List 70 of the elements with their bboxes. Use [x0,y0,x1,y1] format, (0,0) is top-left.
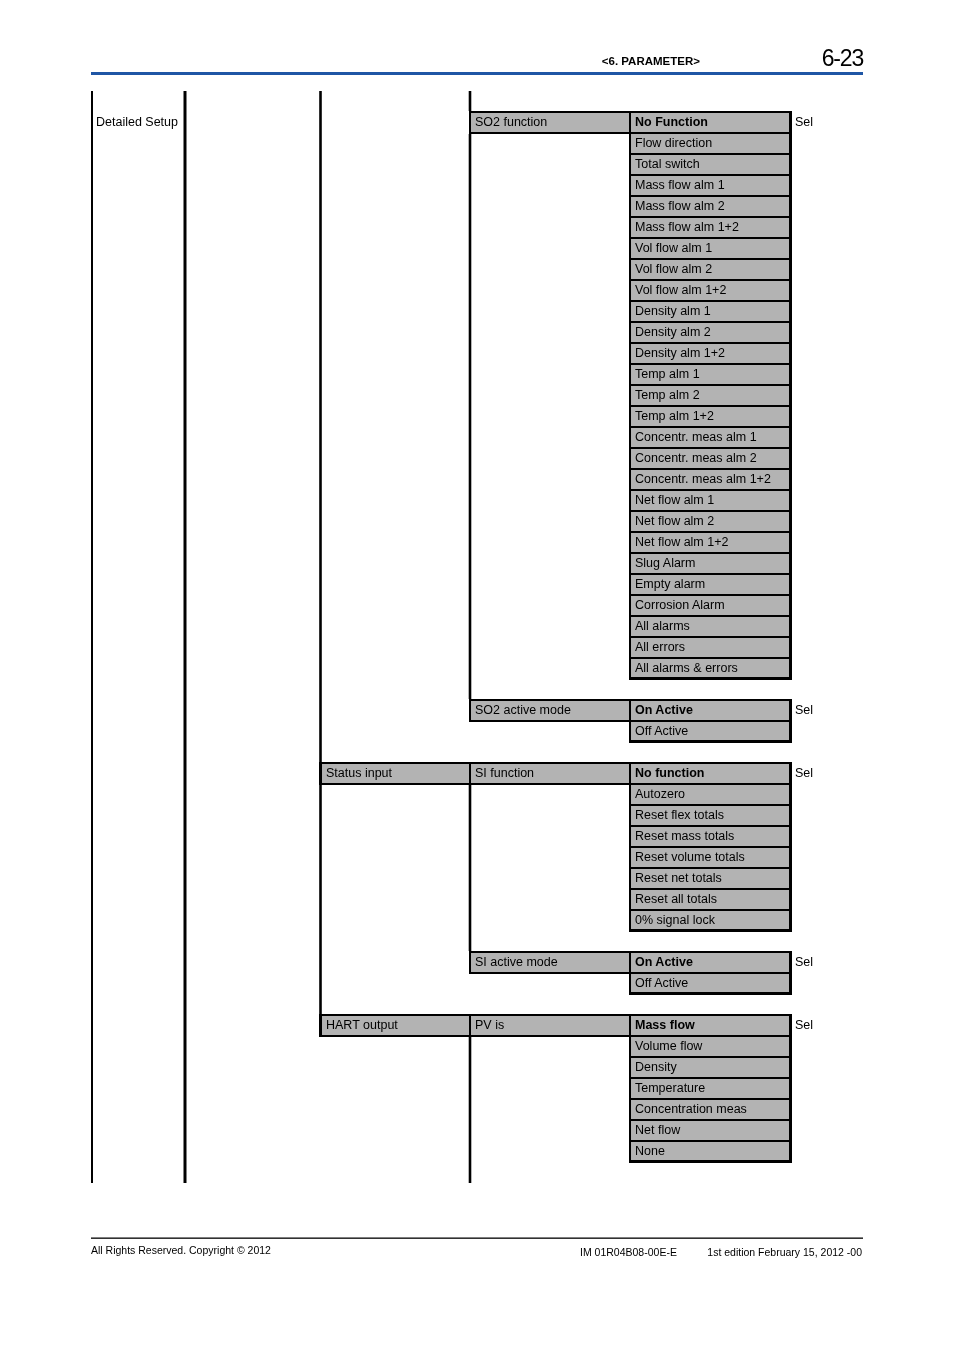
option-item: Vol flow alm 1+2 [629,279,792,302]
option-item: Temp alm 1 [629,363,792,386]
option-item: Concentration meas [629,1098,792,1121]
option-item: All errors [629,636,792,659]
option-item: Slug Alarm [629,552,792,575]
option-item: All alarms & errors [629,657,792,680]
selection-type-label: Sel [795,114,814,131]
option-item: Reset volume totals [629,846,792,869]
option-item: Reset mass totals [629,825,792,848]
option-item: Off Active [629,972,792,995]
submenu-item: SO2 active mode [469,699,631,722]
selection-type-label: Sel [795,765,814,782]
option-item: Concentr. meas alm 2 [629,447,792,470]
option-item: Concentr. meas alm 1 [629,426,792,449]
option-item: Density alm 2 [629,321,792,344]
option-item: Vol flow alm 1 [629,237,792,260]
option-item: Reset flex totals [629,804,792,827]
option-item: Net flow alm 1+2 [629,531,792,554]
option-item: Temp alm 2 [629,384,792,407]
selection-type-label: Sel [795,1017,814,1034]
submenu-item: PV is [469,1014,631,1037]
option-item: Density [629,1056,792,1079]
submenu-item: SI function [469,762,631,785]
option-item: On Active [629,699,792,722]
submenu-item: SI active mode [469,951,631,974]
option-item: Mass flow alm 1 [629,174,792,197]
option-item: Mass flow [629,1014,792,1037]
option-item: Autozero [629,783,792,806]
option-item: Reset all totals [629,888,792,911]
option-item: No Function [629,111,792,134]
option-item: Net flow [629,1119,792,1142]
menu-item: HART output [319,1014,471,1037]
option-item: On Active [629,951,792,974]
selection-type-label: Sel [795,702,814,719]
tree-line [319,91,322,762]
option-item: Density alm 1 [629,300,792,323]
option-item: Flow direction [629,132,792,155]
tree-line [319,785,322,1014]
selection-type-label: Sel [795,954,814,971]
option-item: Concentr. meas alm 1+2 [629,468,792,491]
option-item: No function [629,762,792,785]
option-item: Empty alarm [629,573,792,596]
option-item: Reset net totals [629,867,792,890]
option-item: Temperature [629,1077,792,1100]
option-item: Off Active [629,720,792,743]
option-item: 0% signal lock [629,909,792,932]
option-item: Mass flow alm 1+2 [629,216,792,239]
page-number: 6-23 [821,45,863,73]
option-item: Net flow alm 1 [629,489,792,512]
edition-note: 1st edition February 15, 2012 -00 [707,1246,862,1259]
option-item: All alarms [629,615,792,638]
tree-line [468,134,472,699]
menu-item: Status input [319,762,471,785]
tree-line [468,785,472,951]
option-item: Vol flow alm 2 [629,258,792,281]
option-item: Net flow alm 2 [629,510,792,533]
tree-line [468,91,472,111]
option-item: Mass flow alm 2 [629,195,792,218]
option-item: Volume flow [629,1035,792,1058]
option-item: Temp alm 1+2 [629,405,792,428]
running-header: <6. PARAMETER> [601,55,700,69]
copyright-notice: All Rights Reserved. Copyright © 2012 [91,1244,271,1257]
submenu-item: SO2 function [469,111,631,134]
option-item: Corrosion Alarm [629,594,792,617]
option-item: None [629,1140,792,1163]
option-item: Density alm 1+2 [629,342,792,365]
document-number: IM 01R04B08-00E-E [580,1246,677,1259]
option-item: Total switch [629,153,792,176]
menu-level-label: Detailed Setup [96,114,178,131]
tree-line [468,1037,472,1183]
